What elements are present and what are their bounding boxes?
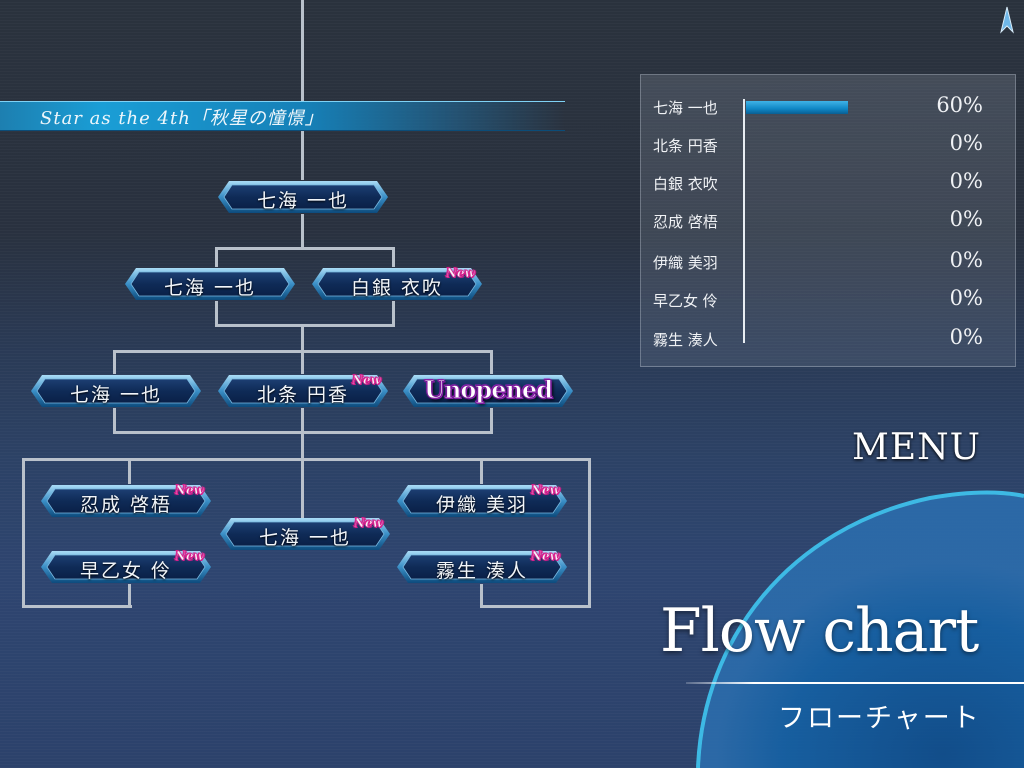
connector-line bbox=[301, 408, 304, 518]
screen-title: Flow chart bbox=[660, 596, 979, 666]
node-label: 北条 円香 bbox=[256, 384, 350, 406]
flowchart-node-unopened[interactable]: Unopened bbox=[402, 374, 574, 408]
new-badge: New bbox=[531, 549, 561, 564]
connector-line bbox=[490, 350, 493, 374]
progress-row: 霧生 湊人 0% bbox=[641, 323, 1015, 353]
new-badge: New bbox=[531, 483, 561, 498]
progress-character-name: 早乙女 伶 bbox=[653, 292, 718, 310]
progress-bar bbox=[746, 101, 848, 114]
connector-line bbox=[588, 458, 591, 608]
progress-percent: 0% bbox=[949, 325, 983, 349]
node-label: 七海 一也 bbox=[256, 190, 350, 212]
flowchart-node-kiryuu[interactable]: 霧生 湊人 New bbox=[396, 549, 568, 584]
flowchart-node-nanami-2[interactable]: 七海 一也 bbox=[124, 267, 296, 301]
route-title-banner: Star as the 4th「秋星の憧憬」 bbox=[0, 101, 565, 131]
connector-line bbox=[215, 301, 218, 326]
connector-line bbox=[22, 605, 132, 608]
flowchart-node-nanami-3[interactable]: 七海 一也 bbox=[30, 374, 202, 408]
progress-row: 七海 一也 60% bbox=[641, 91, 1015, 121]
new-badge: New bbox=[175, 483, 205, 498]
connector-line bbox=[113, 350, 116, 374]
progress-percent: 0% bbox=[949, 248, 983, 272]
new-badge: New bbox=[354, 516, 384, 531]
flowchart-node-shirogane[interactable]: 白銀 衣吹 New bbox=[311, 266, 483, 301]
flowchart-node-iori[interactable]: 伊織 美羽 New bbox=[396, 483, 568, 518]
node-label: 七海 一也 bbox=[163, 277, 257, 299]
new-badge: New bbox=[446, 266, 476, 281]
progress-character-name: 霧生 湊人 bbox=[653, 331, 718, 349]
progress-row: 早乙女 伶 0% bbox=[641, 284, 1015, 314]
screen-subtitle: フローチャート bbox=[778, 703, 981, 734]
connector-line bbox=[301, 324, 304, 374]
flowchart-node-nanami-4[interactable]: 七海 一也 New bbox=[219, 516, 391, 551]
progress-percent: 0% bbox=[949, 131, 983, 155]
progress-character-name: 忍成 啓梧 bbox=[653, 213, 718, 231]
scroll-up-arrow-icon[interactable] bbox=[998, 6, 1016, 34]
connector-line bbox=[113, 431, 493, 434]
flowchart-node-nanami-1[interactable]: 七海 一也 bbox=[217, 180, 389, 214]
progress-character-name: 七海 一也 bbox=[653, 99, 718, 117]
progress-row: 忍成 啓梧 0% bbox=[641, 205, 1015, 235]
connector-line bbox=[480, 584, 483, 608]
connector-line bbox=[113, 350, 493, 353]
node-label: 伊織 美羽 bbox=[435, 494, 529, 516]
new-badge: New bbox=[352, 373, 382, 388]
connector-line bbox=[128, 458, 131, 484]
node-label: 霧生 湊人 bbox=[435, 560, 529, 582]
menu-button[interactable]: MENU bbox=[852, 427, 981, 468]
flowchart-node-oshinari[interactable]: 忍成 啓梧 New bbox=[40, 483, 212, 518]
progress-percent: 0% bbox=[949, 169, 983, 193]
connector-line bbox=[113, 408, 116, 433]
progress-character-name: 伊織 美羽 bbox=[653, 254, 718, 272]
title-divider bbox=[686, 682, 1024, 684]
progress-percent: 60% bbox=[936, 93, 983, 117]
connector-line bbox=[22, 458, 591, 461]
connector-line bbox=[392, 301, 395, 326]
connector-line bbox=[128, 584, 131, 608]
progress-row: 北条 円香 0% bbox=[641, 129, 1015, 159]
connector-line bbox=[392, 247, 395, 267]
connector-line bbox=[215, 324, 395, 327]
progress-percent: 0% bbox=[949, 286, 983, 310]
route-progress-panel: 七海 一也 60% 北条 円香 0% 白銀 衣吹 0% 忍成 啓梧 0% 伊織 … bbox=[640, 74, 1016, 367]
node-label: 白銀 衣吹 bbox=[350, 277, 444, 299]
new-badge: New bbox=[175, 549, 205, 564]
flowchart-node-houjou[interactable]: 北条 円香 New bbox=[217, 373, 389, 408]
node-label-unopened: Unopened bbox=[424, 375, 554, 405]
progress-row: 伊織 美羽 0% bbox=[641, 246, 1015, 276]
progress-percent: 0% bbox=[949, 207, 983, 231]
node-label: 七海 一也 bbox=[69, 384, 163, 406]
flowchart-node-saotome[interactable]: 早乙女 伶 New bbox=[40, 549, 212, 584]
connector-line bbox=[490, 408, 493, 433]
node-label: 七海 一也 bbox=[258, 527, 352, 549]
progress-axis bbox=[743, 99, 745, 343]
connector-line bbox=[480, 458, 483, 484]
connector-line bbox=[215, 247, 395, 250]
progress-character-name: 北条 円香 bbox=[653, 137, 718, 155]
connector-line bbox=[301, 214, 304, 248]
node-label: 忍成 啓梧 bbox=[79, 494, 173, 516]
node-label: 早乙女 伶 bbox=[79, 560, 173, 582]
progress-character-name: 白銀 衣吹 bbox=[653, 175, 718, 193]
connector-line bbox=[22, 458, 25, 608]
route-title: Star as the 4th「秋星の憧憬」 bbox=[40, 108, 324, 129]
connector-line bbox=[480, 605, 591, 608]
connector-line bbox=[215, 247, 218, 267]
connector-line bbox=[301, 0, 304, 180]
progress-row: 白銀 衣吹 0% bbox=[641, 167, 1015, 197]
